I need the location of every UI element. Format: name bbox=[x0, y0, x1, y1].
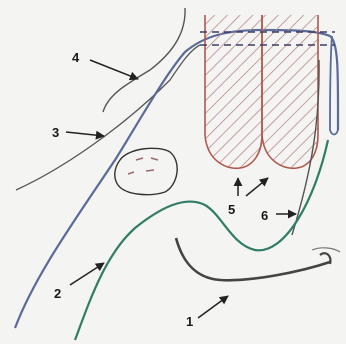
hatched-structure-5 bbox=[200, 15, 335, 168]
label-3: 3 bbox=[52, 125, 59, 140]
label-5: 5 bbox=[228, 202, 235, 217]
label-1: 1 bbox=[186, 314, 193, 329]
hatched-lobe-left bbox=[205, 15, 262, 168]
label-4: 4 bbox=[72, 50, 80, 65]
label-6: 6 bbox=[261, 208, 268, 223]
hatched-lobe-right bbox=[262, 15, 318, 168]
label-2: 2 bbox=[54, 286, 61, 301]
